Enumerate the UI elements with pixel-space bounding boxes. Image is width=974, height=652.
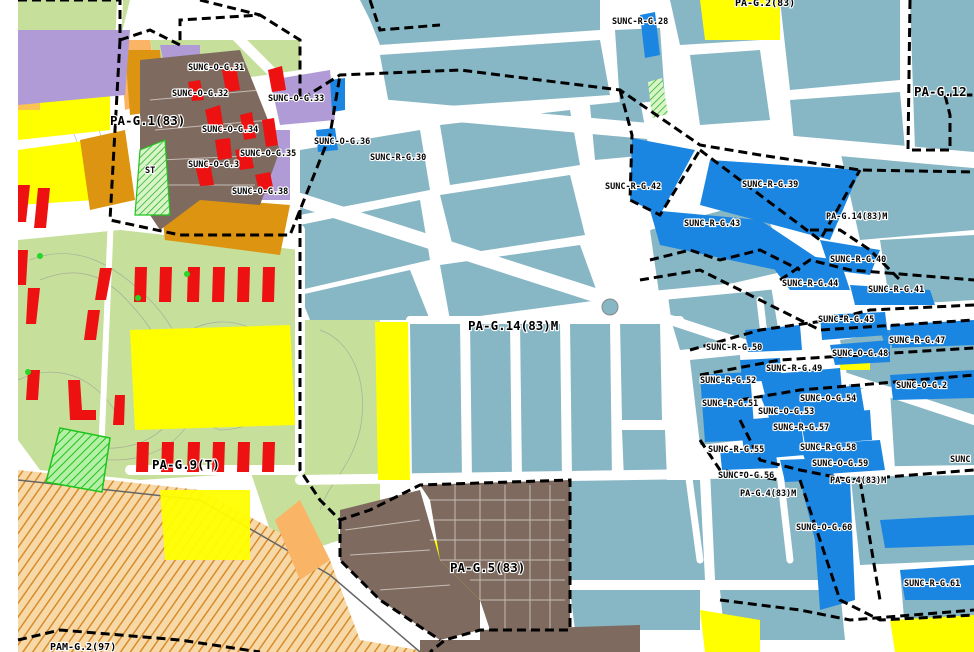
label-sunc-r-g39: SUNC-R-G.39 (742, 180, 798, 190)
label-st: ST (145, 166, 155, 176)
label-sunc-r-g28: SUNC-R-G.28 (612, 17, 668, 27)
red-equipment-zones (18, 66, 286, 472)
label-pa-g1: PA-G.1(83) (110, 113, 185, 128)
planning-boundaries (17, 0, 974, 652)
label-pa-g4-right: PA-G.4(83)M (830, 476, 886, 486)
label-pa-g4-left: PA-G.4(83)M (740, 489, 796, 499)
label-sunc-r-g30: SUNC-R-G.30 (370, 153, 426, 163)
label-sunc-o-g48: SUNC-O-G.48 (832, 349, 888, 359)
label-sunc-edge: SUNC (950, 455, 970, 465)
label-sunc-r-g57: SUNC-R-G.57 (773, 423, 829, 433)
label-pa-g5: PA-G.5(83) (450, 560, 525, 575)
orange-zones (80, 50, 290, 255)
label-sunc-o-g34: SUNC-O-G.34 (202, 125, 258, 135)
label-sunc-r-g42: SUNC-R-G.42 (605, 182, 661, 192)
label-sunc-o-g31: SUNC-O-G.31 (188, 63, 244, 73)
label-sunc-r-g41: SUNC-R-G.41 (868, 285, 924, 295)
label-sunc-o-g2x: SUNC-O-G.2 (896, 381, 947, 391)
label-sunc-r-g40: SUNC-R-G.40 (830, 255, 886, 265)
label-sunc-o-g38: SUNC-O-G.38 (232, 187, 288, 197)
label-sunc-o-g35b: SUNC-O-G.35 (240, 149, 296, 159)
label-sunc-r-g47: SUNC-R-G.47 (889, 336, 945, 346)
label-sunc-r-g44: SUNC-R-G.44 (782, 279, 838, 289)
residential-blocks (18, 0, 974, 652)
label-sunc-r-g45: SUNC-R-G.45 (818, 315, 874, 325)
label-sunc-r-g61: SUNC-R-G.61 (904, 579, 960, 589)
label-sunc-o-g53: SUNC-O-G.53 (758, 407, 814, 417)
railway-hatch-zone (18, 470, 430, 652)
label-pa-g2-top: PA-G.2(83) (735, 0, 795, 9)
hatch-green-field (45, 427, 111, 493)
label-sunc-r-g43: SUNC-R-G.43 (684, 219, 740, 229)
label-sunc-o-g59: SUNC-O-G.59 (812, 459, 868, 469)
label-pa-g14-right: PA-G.14(83)M (826, 212, 887, 222)
label-sunc-r-g52: SUNC-R-G.52 (700, 376, 756, 386)
hatch-green-st (134, 139, 171, 216)
label-sunc-r-g50: SUNC-R-G.50 (706, 343, 762, 353)
left-margin (0, 0, 18, 652)
label-sunc-o-g54: SUNC-O-G.54 (800, 394, 856, 404)
label-sunc-o-g32: SUNC-O-G.32 (172, 89, 228, 99)
label-sunc-o-g33: SUNC-O-G.33 (268, 94, 324, 104)
label-sunc-r-g49: SUNC-R-G.49 (766, 364, 822, 374)
label-sunc-o-g60: SUNC-O-G.60 (796, 523, 852, 533)
label-sunc-o-g3x: SUNC-O-G.3 (188, 160, 239, 170)
railway-line (17, 479, 421, 652)
label-sunc-r-g55: SUNC-R-G.55 (708, 445, 764, 455)
label-pa-g9: PA-G.9(T) (152, 457, 220, 472)
label-sunc-r-g51: SUNC-R-G.51 (702, 399, 758, 409)
roundabout-icon (594, 291, 626, 323)
hatch-green-top (648, 78, 668, 118)
label-sunc-r-g58: SUNC-R-G.58 (800, 443, 856, 453)
map-labels: PA-G.1(83) ST SUNC-O-G.31 SUNC-O-G.32 SU… (49, 0, 972, 652)
label-sunc-o-g36: SUNC-O-G.36 (314, 137, 370, 147)
label-pa-g12: PA-G.12 (914, 84, 967, 99)
label-pa-g14-center: PA-G.14(83)M (468, 318, 558, 333)
label-pam-g2: PAM-G.2(97) (50, 642, 116, 652)
green-markers (25, 253, 190, 375)
label-sunc-o-g56: SUNC-O-G.56 (718, 471, 774, 481)
